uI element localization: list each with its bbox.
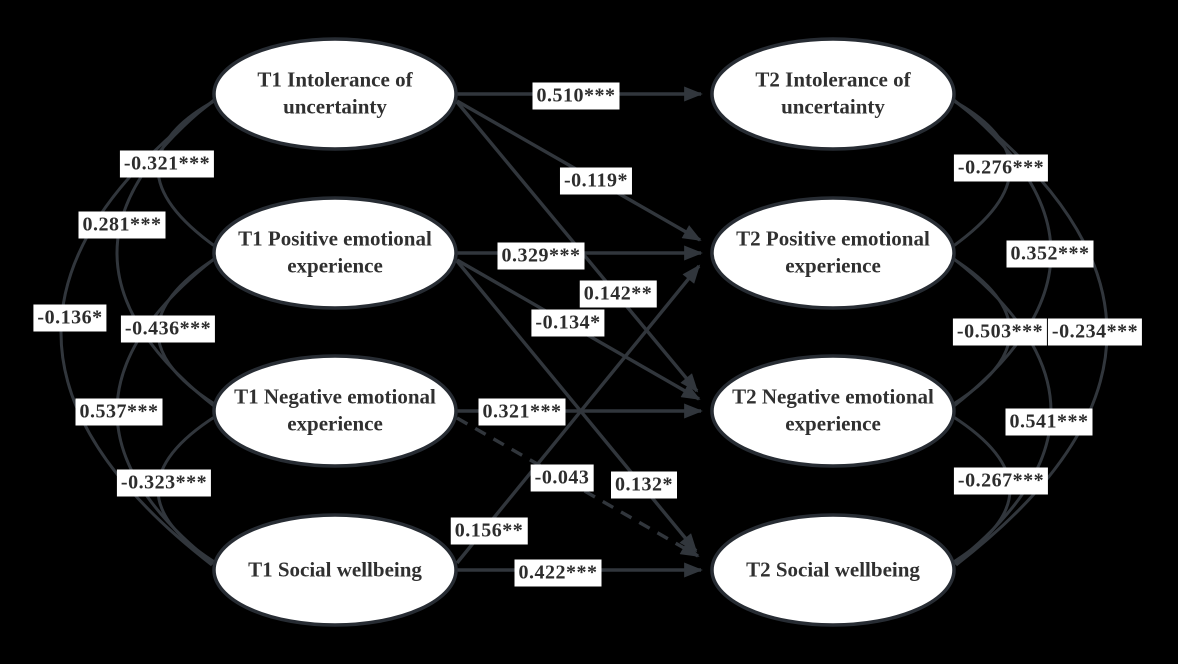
path-t1_ne-to-t2_sw	[456, 416, 700, 558]
node-label-t2_ne: T2 Negative emotional experience	[732, 384, 934, 436]
covariance-label-t1_iu-t1_pe: -0.321***	[119, 150, 215, 178]
node-label-t1_ne: T1 Negative emotional experience	[234, 384, 436, 436]
node-label-t1_pe: T1 Positive emotional experience	[238, 226, 432, 278]
covariance-label-t2_iu-t2_ne: 0.352***	[1006, 240, 1094, 268]
node-ellipse-t2_pe	[710, 196, 956, 310]
covariance-label-t2_pe-t2_ne: -0.503***	[952, 318, 1048, 346]
covariance-label-t1_pe-t1_sw: 0.537***	[75, 398, 163, 426]
covariance-label-t1_pe-t1_ne: -0.436***	[120, 315, 216, 343]
covariance-label-t2_pe-t2_sw: 0.541***	[1005, 408, 1093, 436]
path-label-t1_iu-to-t2_pe: -0.119*	[559, 167, 633, 195]
node-label-t2_iu: T2 Intolerance of uncertainty	[755, 67, 911, 119]
path-label-t1_iu-to-t2_ne: 0.142**	[579, 280, 657, 308]
node-label-t2_pe: T2 Positive emotional experience	[736, 226, 930, 278]
path-t1_sw-to-t2_pe	[455, 264, 701, 565]
path-label-t1_sw-to-t2_sw: 0.422***	[514, 559, 602, 587]
path-label-t1_pe-to-t2_pe: 0.329***	[497, 242, 585, 270]
covariance-label-t2_iu-t2_pe: -0.276***	[953, 154, 1049, 182]
path-t1_pe-to-t2_sw	[455, 259, 698, 553]
latent-variable-nodes-layer	[212, 37, 956, 627]
node-ellipse-t1_sw	[212, 513, 458, 627]
covariance-label-t1_ne-t1_sw: -0.323***	[116, 469, 212, 497]
node-ellipse-t1_iu	[212, 37, 458, 151]
path-label-t1_pe-to-t2_sw: 0.132*	[611, 471, 677, 499]
path-label-t1_pe-to-t2_ne: -0.134*	[531, 309, 605, 337]
node-label-t1_sw: T1 Social wellbeing	[248, 557, 422, 582]
node-label-t1_iu: T1 Intolerance of uncertainty	[257, 67, 413, 119]
node-ellipse-t1_pe	[212, 196, 458, 310]
path-label-t1_iu-to-t2_iu: 0.510***	[532, 82, 620, 110]
path-label-t1_ne-to-t2_sw: -0.043	[530, 464, 594, 492]
node-ellipse-t2_iu	[710, 37, 956, 151]
node-label-t2_sw: T2 Social wellbeing	[746, 557, 920, 582]
covariance-label-t2_iu-t2_sw: -0.234***	[1047, 318, 1143, 346]
path-label-t1_ne-to-t2_ne: 0.321***	[478, 398, 566, 426]
node-ellipse-t2_sw	[710, 513, 956, 627]
covariance-label-t1_iu-t1_ne: 0.281***	[78, 211, 166, 239]
node-ellipse-t2_ne	[710, 354, 956, 468]
covariance-label-t2_ne-t2_sw: -0.267***	[953, 467, 1049, 495]
node-ellipse-t1_ne	[212, 354, 458, 468]
path-label-t1_sw-to-t2_pe: 0.156**	[450, 517, 528, 545]
covariance-label-t1_iu-t1_sw: -0.136*	[33, 304, 107, 332]
